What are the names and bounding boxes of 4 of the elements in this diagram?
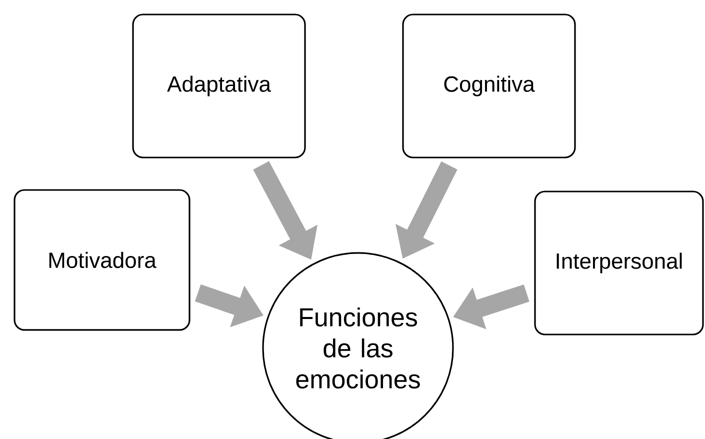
process-box: Interpersonal <box>534 190 704 336</box>
process-box: Adaptativa <box>132 14 306 158</box>
process-box: Cognitiva <box>402 14 576 158</box>
process-box: Motivadora <box>14 189 190 331</box>
